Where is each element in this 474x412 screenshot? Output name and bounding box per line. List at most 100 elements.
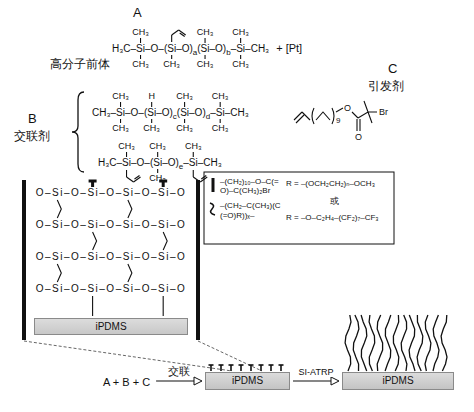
chem-label: –	[210, 108, 216, 118]
network-box: O–Si–O–Si–O–Si–O–Si–O O–Si–O–Si–O–Si–O–Si…	[22, 180, 200, 340]
polymer-brush	[345, 315, 351, 371]
network-row: O–Si–O–Si–O–Si–O–Si–O	[22, 284, 200, 294]
brush-symbol	[210, 203, 215, 215]
initiator-tether	[240, 365, 242, 371]
chem-label: –O)	[189, 108, 206, 118]
initiator-tether	[269, 364, 274, 366]
legend: –(CH₂)₁₀–O–C(=O)–C(CH₃)₂Br–(CH₂–C(CH₃)(C…	[208, 177, 284, 226]
vinyl-bond	[126, 170, 127, 177]
chem-label: (	[177, 108, 180, 118]
chain-bond	[316, 112, 330, 120]
chem-label: H₃C–	[98, 158, 122, 168]
reaction-arrow	[293, 377, 339, 385]
legend-sample	[208, 201, 220, 217]
initiator-tether	[230, 365, 232, 371]
chem-label: 引发剂	[368, 80, 404, 92]
arrow-head	[194, 377, 202, 385]
edge-label: SI-ATRP	[298, 368, 335, 377]
ethylene-bridge	[57, 200, 61, 218]
polymer-brush	[417, 315, 423, 371]
polymer-brush	[401, 315, 407, 371]
legend-sample	[208, 177, 220, 193]
bond	[157, 152, 158, 157]
chem-label: CH₃	[132, 28, 149, 37]
vinyl-bond	[201, 176, 206, 180]
chem-label: C	[388, 62, 397, 75]
polymer-brush	[409, 315, 415, 371]
ethylene-bridge	[128, 264, 132, 282]
bond	[140, 55, 141, 59]
chem-label: CH₃	[197, 60, 214, 69]
vinyl-bond	[172, 30, 179, 35]
polymer-brush	[385, 315, 391, 371]
bond	[157, 169, 158, 173]
ethylene-bridge	[163, 296, 164, 316]
vinyl-bond	[294, 112, 310, 123]
chem-label: b	[226, 49, 230, 57]
chem-label: CH₃	[232, 28, 249, 37]
initiator-tether	[279, 364, 284, 366]
vinyl-bond	[193, 177, 200, 182]
polymer-brush	[393, 315, 398, 371]
chem-label: –O)	[156, 108, 173, 118]
chem-label: CH₃	[176, 124, 193, 133]
chem-label: CH₃	[132, 60, 149, 69]
chem-label: (	[197, 44, 200, 54]
bracket	[312, 108, 314, 124]
zoom-line	[24, 341, 262, 371]
ethylene-bridge	[163, 232, 167, 250]
chem-label: –CH₃	[225, 108, 249, 118]
chain-bond	[336, 108, 343, 112]
polymer-brush	[369, 315, 375, 371]
chem-label: Si	[136, 44, 145, 54]
chem-label: Si	[116, 108, 125, 118]
chem-label: Si	[122, 158, 131, 168]
chem-label: CH₃	[197, 28, 214, 37]
initiator-structure	[294, 101, 377, 131]
chem-label: Br	[379, 108, 388, 117]
brush-slab: iPDMS	[342, 372, 454, 390]
initiator-tether	[210, 365, 212, 371]
carbonyl-bond	[352, 112, 360, 131]
tether-symbol	[212, 178, 215, 192]
initiator-tether	[239, 364, 244, 366]
ethylene-bridge	[57, 264, 61, 282]
chem-label: Si	[216, 108, 225, 118]
reactant-group: A + B + C	[100, 375, 153, 390]
polymer-brush	[361, 315, 367, 371]
chem-label: –O–(	[145, 44, 167, 54]
chem-label: CH₃	[212, 92, 229, 101]
network-row: O–Si–O–Si–O–Si–O–Si–O	[22, 188, 200, 198]
initiator-tether	[249, 364, 254, 366]
initiator-tether	[259, 364, 264, 366]
chem-label: O	[355, 133, 362, 142]
chem-label: O	[344, 104, 351, 113]
initiator-tether	[89, 180, 97, 183]
chem-label: CH₃	[232, 60, 249, 69]
chem-label: –O–(	[125, 108, 147, 118]
initiator-tether	[229, 364, 234, 366]
bond	[220, 102, 221, 107]
brace	[72, 92, 84, 172]
reaction-arrow	[156, 377, 202, 385]
chem-label: Si	[236, 44, 245, 54]
legend-text: –(CH₂)₁₀–O–C(=O)–C(CH₃)₂Br	[220, 177, 282, 195]
chem-label: H₃C–	[112, 44, 136, 54]
chem-label: Si	[153, 158, 162, 168]
arrow-shaft	[156, 380, 194, 381]
chem-label: Si	[147, 108, 156, 118]
network-bar	[22, 180, 26, 340]
chem-label: –	[183, 158, 189, 168]
arrow-shaft	[293, 380, 331, 381]
chem-label: c	[173, 113, 177, 121]
chem-label: B	[28, 112, 37, 125]
chem-label: 或	[330, 197, 339, 206]
chem-label: d	[206, 113, 210, 121]
initiator-tether	[250, 365, 252, 371]
initiator-tether	[220, 365, 222, 371]
ethylene-bridge	[128, 200, 132, 218]
arrow-head	[331, 377, 339, 385]
bond	[120, 119, 121, 123]
chem-label: CH₃	[163, 60, 180, 69]
polymer-brush	[377, 315, 382, 371]
